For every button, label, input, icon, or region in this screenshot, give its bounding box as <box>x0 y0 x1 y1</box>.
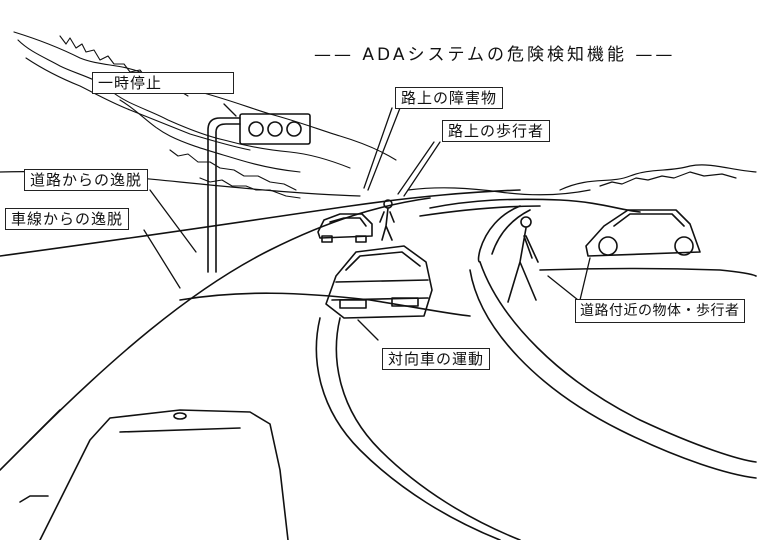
label-obstacle-on-road: 路上の障害物 <box>395 87 504 109</box>
label-road-departure: 道路からの逸脱 <box>24 169 149 191</box>
roadside-pedestrian <box>507 216 539 303</box>
parked-car <box>585 209 701 257</box>
label-stop: 一時停止 <box>92 72 234 94</box>
road-edges <box>0 189 641 540</box>
road-pedestrian <box>379 199 395 241</box>
label-lane-departure: 車線からの逸脱 <box>5 208 130 230</box>
own-car-hood <box>19 409 289 540</box>
label-pointers <box>143 103 591 341</box>
far-car <box>317 213 373 243</box>
oncoming-car <box>325 245 433 319</box>
hills <box>407 164 757 196</box>
label-pedestrian-on-road: 路上の歩行者 <box>442 120 551 142</box>
label-oncoming-vehicle: 対向車の運動 <box>382 348 491 370</box>
diagram-title: —— ADAシステムの危険検知機能 —— <box>314 45 676 65</box>
label-roadside-objects: 道路付近の物体・歩行者 <box>575 299 745 323</box>
right-road-island <box>469 205 757 479</box>
traffic-light <box>207 113 311 273</box>
